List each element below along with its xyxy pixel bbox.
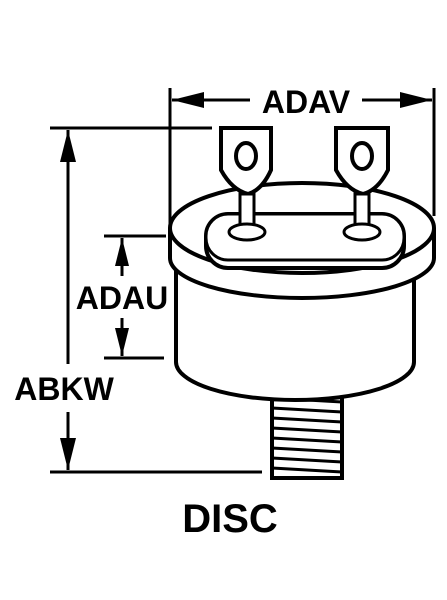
terminal-right (334, 126, 390, 242)
terminal-base (204, 212, 406, 270)
terminal-left (219, 126, 273, 242)
dimension-abkw (50, 126, 262, 474)
dimension-adav (168, 88, 436, 226)
label-adav: ADAV (262, 84, 351, 120)
caption: DISC (182, 497, 278, 541)
label-abkw: ABKW (14, 371, 114, 407)
label-adau: ADAU (76, 280, 168, 316)
dimension-adau (104, 234, 166, 360)
